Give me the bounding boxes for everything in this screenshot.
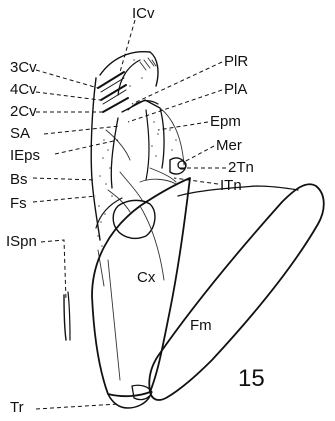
label-4cv: 4Cv xyxy=(10,81,37,98)
label-sa: SA xyxy=(10,125,30,142)
label-2tn: 2Tn xyxy=(228,159,254,176)
label-3cv: 3Cv xyxy=(10,59,37,76)
label-bs: Bs xyxy=(10,171,28,188)
label-ispn: ISpn xyxy=(6,233,37,250)
label-itn: ITn xyxy=(220,177,242,194)
label-mer: Mer xyxy=(216,137,242,154)
label-cx: Cx xyxy=(137,269,156,286)
label-fm: Fm xyxy=(190,317,212,334)
label-icv: ICv xyxy=(132,5,155,22)
label-plr: PlR xyxy=(224,53,248,70)
label-pla: PlA xyxy=(224,81,247,98)
label-ieps: IEps xyxy=(10,147,40,164)
figure-number: 15 xyxy=(238,365,265,392)
label-2cv: 2Cv xyxy=(10,103,37,120)
label-fs: Fs xyxy=(10,195,27,212)
label-tr: Tr xyxy=(10,399,24,416)
label-epm: Epm xyxy=(210,113,241,130)
thorax-drawing xyxy=(64,52,324,408)
